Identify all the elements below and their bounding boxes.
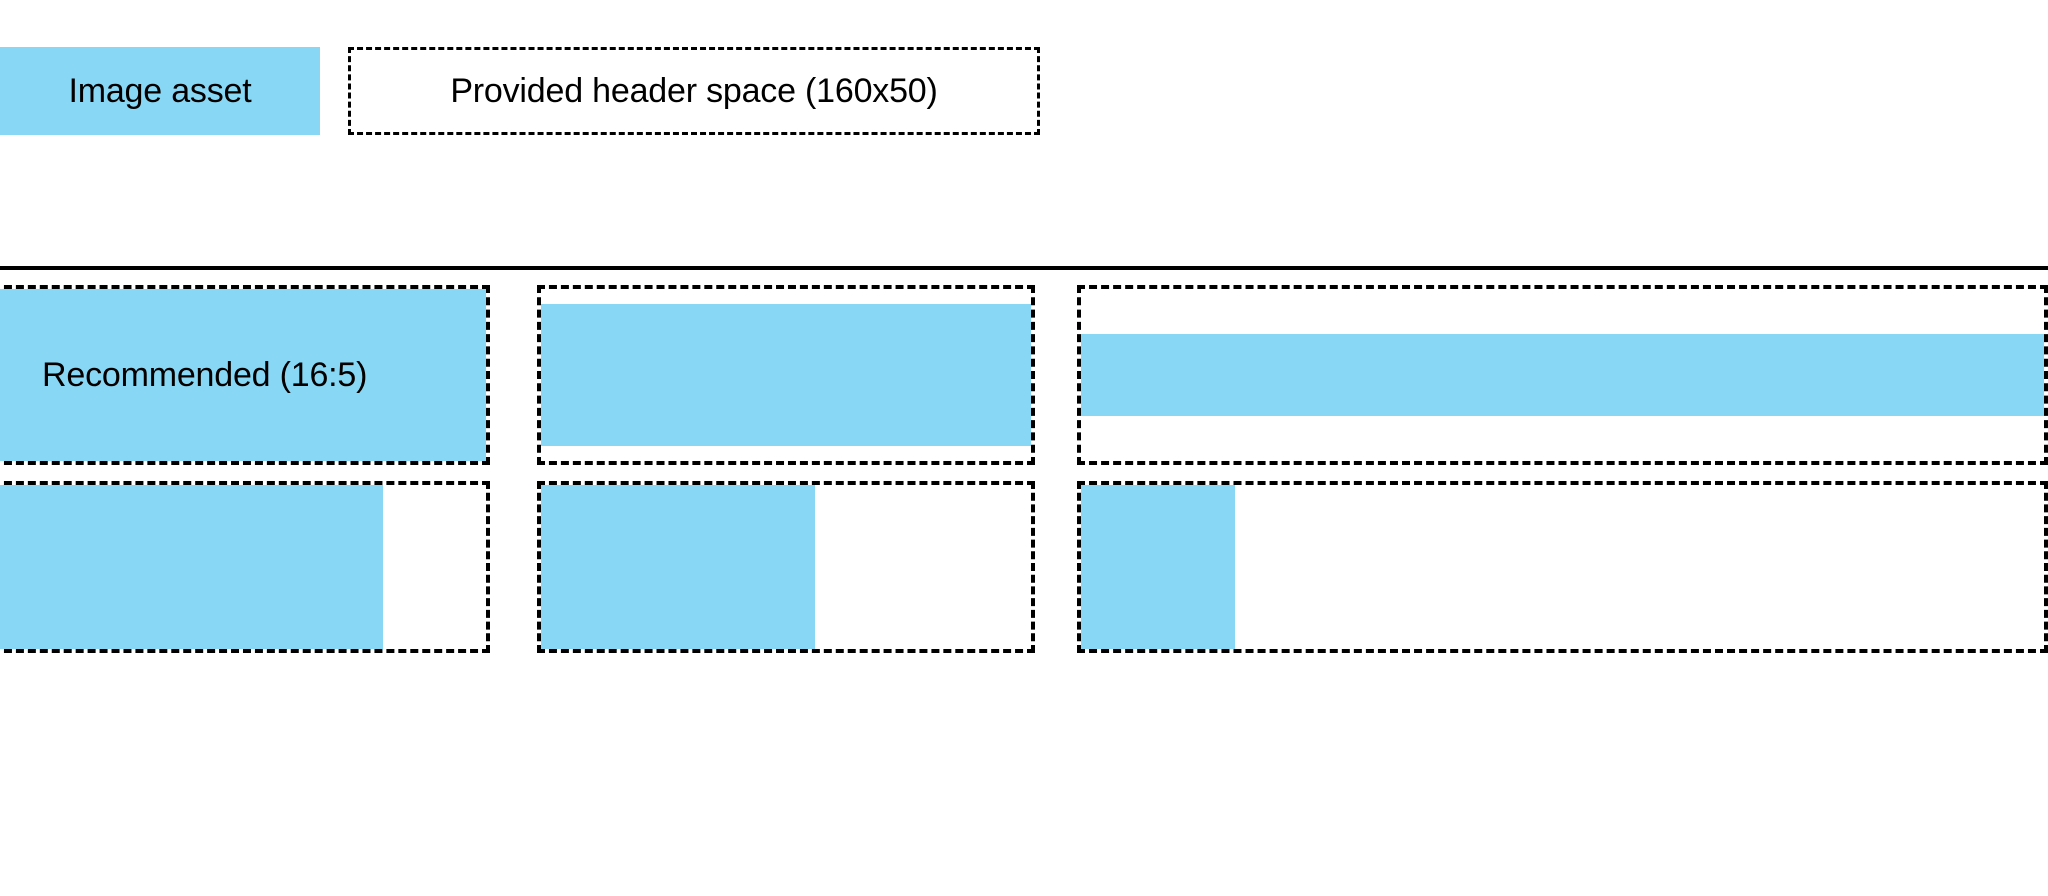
sample-width-80: [0, 481, 490, 653]
sample-recommended-label: Recommended (16:5): [42, 356, 368, 394]
legend-image-asset-label: Image asset: [68, 72, 252, 110]
sample-inset-top-large: [1077, 285, 2048, 465]
sample-fill: [541, 485, 816, 649]
legend-header-space-label: Provided header space (160x50): [450, 72, 938, 110]
sample-width-56: [537, 481, 1035, 653]
sample-inset-top-small: [537, 285, 1035, 465]
sample-width-16: [1077, 481, 2048, 653]
sample-fill: [0, 289, 486, 461]
sample-fill: [0, 485, 384, 649]
sample-fill: [1081, 333, 2044, 417]
legend-header-space-box: Provided header space (160x50): [348, 47, 1040, 135]
sample-recommended-16-5: Recommended (16:5): [0, 285, 490, 465]
sample-fill: [541, 304, 1031, 446]
legend-image-asset-swatch: Image asset: [0, 47, 320, 135]
sample-fill: [1081, 485, 1236, 649]
section-divider: [0, 266, 2048, 270]
